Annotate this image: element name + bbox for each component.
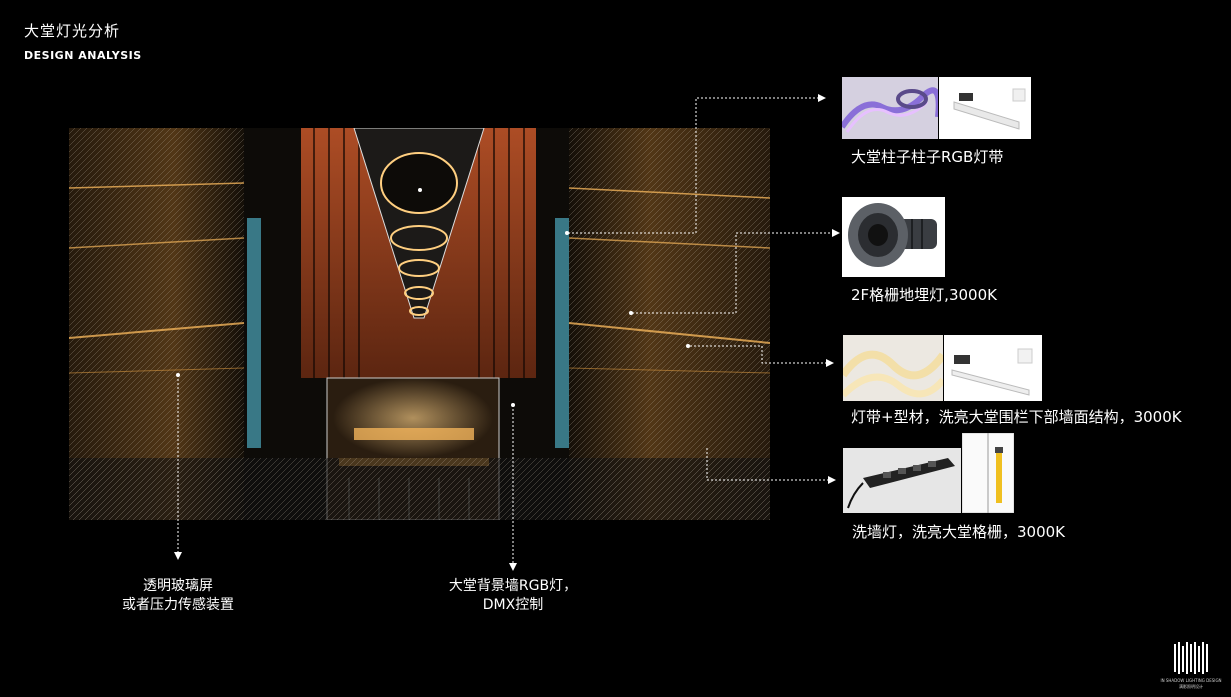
callout-caption-strip-profile: 灯带+型材，洗亮大堂围栏下部墙面结构，3000K xyxy=(851,408,1182,426)
callout-caption-inground-light: 2F格栅地埋灯,3000K xyxy=(851,286,997,304)
callout-caption-wall-washer: 洗墙灯，洗亮大堂格栅，3000K xyxy=(852,523,1066,541)
bottom-caption-line: DMX控制 xyxy=(482,597,544,613)
wall-washer-section-drawing xyxy=(962,433,1014,513)
aluminum-profile-photo xyxy=(939,77,1031,139)
bottom-caption-line: 透明玻璃屏 xyxy=(143,578,213,594)
logo-text-cn: 满影照明设计 xyxy=(1179,684,1203,689)
callout-caption-rgb-strip: 大堂柱子柱子RGB灯带 xyxy=(851,148,1004,166)
bottom-caption-line: 大堂背景墙RGB灯， xyxy=(448,578,578,594)
rgb-strip-photo xyxy=(842,77,938,139)
led-strip-photo xyxy=(843,335,943,401)
bottom-caption-line: 或者压力传感装置 xyxy=(122,597,234,613)
company-logo: IN SHADOW LIGHTING DESIGN 满影照明设计 xyxy=(1160,640,1222,690)
page-subtitle: DESIGN ANALYSIS xyxy=(24,49,142,62)
bottom-caption-rgb-wall: 大堂背景墙RGB灯， DMX控制 xyxy=(433,577,593,615)
logo-text-en: IN SHADOW LIGHTING DESIGN xyxy=(1160,678,1222,683)
bottom-caption-glass-screen: 透明玻璃屏 或者压力传感装置 xyxy=(98,577,258,615)
lobby-render-image xyxy=(69,128,770,520)
strip-profile-photo xyxy=(944,335,1042,401)
page-title: 大堂灯光分析 xyxy=(24,22,121,40)
wall-washer-photo xyxy=(843,448,961,513)
inground-light-photo xyxy=(842,197,945,277)
